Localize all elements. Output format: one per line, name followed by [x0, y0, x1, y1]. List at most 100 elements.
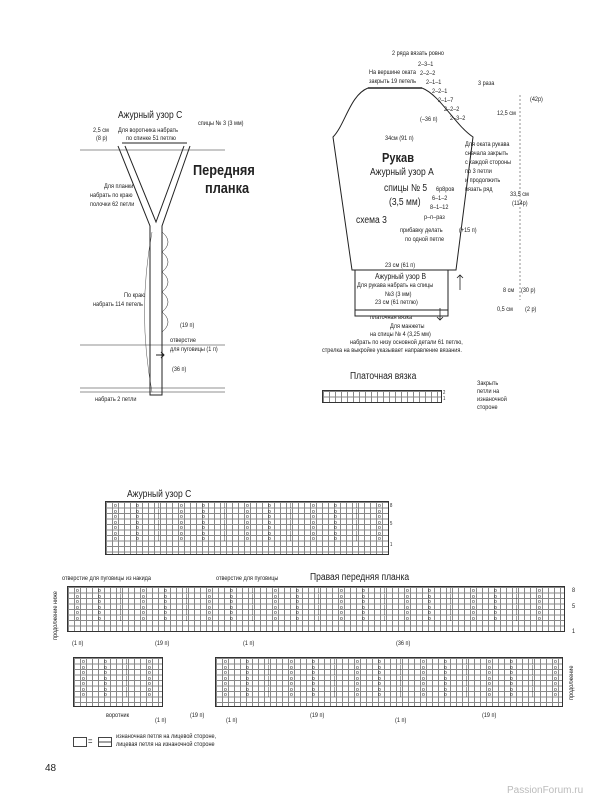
legend-empty-cell [73, 737, 87, 747]
stitch-symbol: o [428, 610, 431, 616]
stitch-symbol: o [202, 525, 205, 531]
stitch-symbol: o [312, 681, 315, 687]
collar-note: Для воротника набрать [118, 127, 179, 134]
stitch-symbol: o [488, 659, 491, 665]
cuff-rows: (30 р) [521, 287, 536, 294]
stitch-symbol: o [428, 604, 431, 611]
stitch-symbol: o [488, 670, 491, 676]
stitch-symbol: | [450, 593, 452, 600]
stitch-symbol: | [532, 664, 534, 671]
stitch-symbol: o [246, 686, 249, 693]
scheme-label: схема 3 [356, 215, 387, 226]
stitch-symbol: o [164, 615, 167, 622]
stitch-symbol: o [362, 610, 365, 616]
stitch-symbol: o [312, 503, 315, 509]
stitch-symbol: o [296, 615, 299, 622]
stitch-symbol: o [268, 525, 271, 531]
garter-note: Закрыть [477, 380, 499, 387]
stitch-symbol: o [510, 692, 513, 698]
stitch-symbol: o [142, 615, 145, 622]
stitch-symbol: | [268, 664, 270, 671]
stitch-symbol: | [466, 681, 468, 687]
stitch-symbol: o [224, 686, 227, 693]
stitch-count: (–36 п) [420, 116, 438, 123]
stitch-symbol: o [290, 686, 293, 693]
stitch-symbol: o [312, 675, 315, 682]
stitch-symbol: o [148, 681, 151, 687]
stitch-symbol: o [224, 659, 227, 665]
sleeve-top-note: закрыть 19 петель [369, 78, 417, 85]
stitch-symbol: o [246, 525, 249, 531]
stitch-symbol: o [334, 525, 337, 531]
stitch-symbol: o [312, 519, 315, 526]
stitch-symbol: | [356, 503, 358, 509]
stitch-symbol: o [246, 681, 249, 687]
cuff-width: 23 см (61 петлю) [375, 299, 418, 306]
stitch-symbol: | [400, 670, 402, 676]
stitch-symbol: | [252, 610, 254, 616]
stitch-symbol: o [268, 514, 271, 520]
stitch-symbol: | [186, 593, 188, 600]
stitch-symbol: o [246, 519, 249, 526]
stitch-symbol: o [554, 675, 557, 682]
stitch-symbol: o [444, 686, 447, 693]
band-width-cm: 2,5 см [93, 127, 109, 134]
garter-label: платочная вязка [370, 314, 413, 321]
cuff-instruction: набрать по низу основной детали 61 петлю… [350, 339, 463, 346]
stitch-symbol: | [384, 604, 386, 611]
stitch-symbol: o [406, 604, 409, 611]
stitch-symbol: | [400, 664, 402, 671]
stitch-symbol: | [290, 519, 292, 526]
stitch-symbol: | [400, 692, 402, 698]
stitch-symbol: | [516, 599, 518, 605]
stitch-symbol: o [340, 604, 343, 611]
decrease-step: 2–1–1 [426, 79, 442, 86]
garter-chart-grid [322, 390, 442, 403]
stitch-symbol: | [252, 588, 254, 594]
stitch-symbol: o [82, 692, 85, 698]
stitch-symbol: o [312, 530, 315, 537]
increase-step: 6–1–2 [432, 195, 448, 202]
stitch-symbol: o [224, 681, 227, 687]
stitch-symbol: o [378, 536, 381, 542]
stitch-symbol: o [104, 681, 107, 687]
stitch-symbol: o [208, 610, 211, 616]
cuff-note: Для рукава набрать на спицы [357, 282, 434, 289]
stitch-symbol: | [450, 599, 452, 605]
legend-text: изнаночная петля на лицевой стороне, [116, 733, 217, 740]
stitch-symbol: | [384, 615, 386, 622]
stitch-symbol: o [224, 664, 227, 671]
stitch-symbol: o [378, 686, 381, 693]
stitch-symbol: o [334, 503, 337, 509]
stitch-symbol: o [312, 536, 315, 542]
row-number: 1 [390, 542, 393, 548]
stitch-symbol: | [186, 604, 188, 611]
sleeve-needles-mm: (3,5 мм) [389, 197, 421, 208]
stitch-symbol: o [246, 530, 249, 537]
stitch-symbol: o [554, 659, 557, 665]
stitch-symbol: o [378, 525, 381, 531]
stitch-symbol: | [450, 610, 452, 616]
stitch-symbol: o [246, 659, 249, 665]
stitch-symbol: | [400, 659, 402, 665]
stitch-symbol: | [126, 692, 128, 698]
chart-c-title: Ажурный узор C [127, 489, 192, 500]
stitch-symbol: | [290, 508, 292, 515]
buttonhole-note: для пуговицы (1 п) [170, 346, 218, 353]
cap-note-line: по 3 петли [465, 168, 492, 175]
stitch-symbol: o [202, 503, 205, 509]
stitch-symbol: | [334, 675, 336, 682]
stitch-symbol: | [290, 536, 292, 542]
row-number: 2 [443, 390, 446, 396]
stitch-symbol: | [252, 604, 254, 611]
stitch-symbol: | [224, 530, 226, 537]
stitch-symbol: o [142, 604, 145, 611]
stitch-symbol: o [362, 604, 365, 611]
stitch-symbol: o [290, 664, 293, 671]
stitch-symbol: | [186, 588, 188, 594]
stitch-symbol: o [98, 604, 101, 611]
stitch-symbol: o [208, 588, 211, 594]
stitch-symbol: | [290, 525, 292, 531]
